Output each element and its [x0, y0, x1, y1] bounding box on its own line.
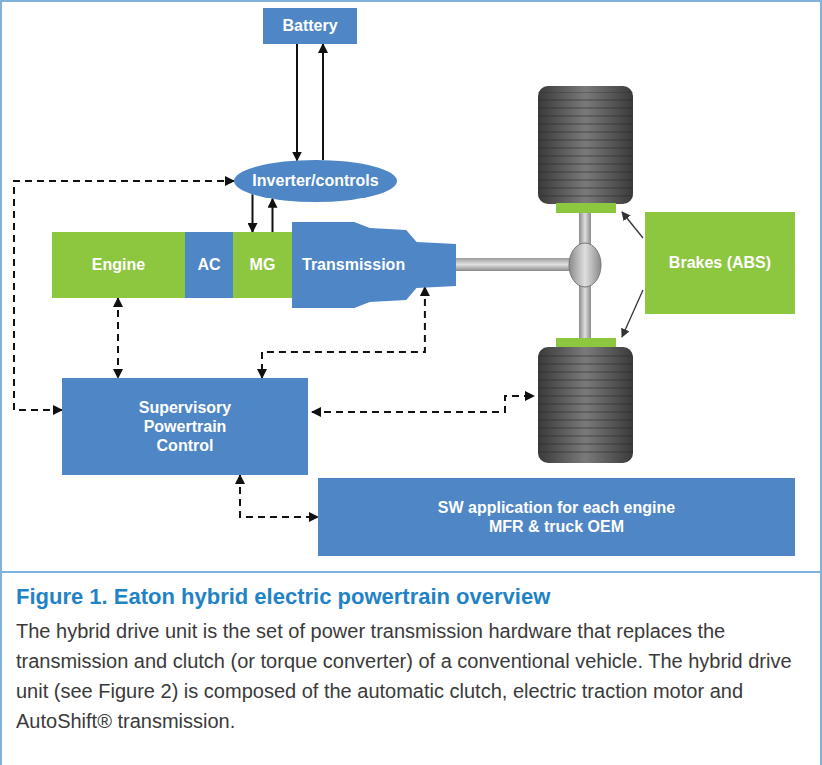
tire: [538, 347, 633, 463]
power-connector: [272, 199, 274, 232]
differential: [569, 243, 601, 287]
driveshaft: [448, 258, 573, 271]
power-connector: [252, 194, 254, 232]
power-connector: [322, 44, 324, 160]
figure-caption: The hybrid drive unit is the set of powe…: [16, 616, 808, 736]
node-label: SW application for each engine MFR & tru…: [437, 498, 677, 536]
leader-line: [622, 290, 643, 337]
signal-connector: [14, 181, 234, 410]
tire-tread: [538, 353, 633, 457]
engine-box: Engine: [52, 232, 185, 298]
node-label: Supervisory Powertrain Control: [120, 398, 250, 456]
signal-line: [312, 396, 534, 412]
node-label: MG: [250, 255, 276, 274]
motor-box: MG: [233, 232, 292, 298]
shape-fill: [292, 222, 456, 308]
leader-line: [622, 212, 643, 238]
figure-title: Figure 1. Eaton hybrid electric powertra…: [16, 584, 806, 610]
brake-disc: [556, 338, 616, 348]
node-label: Battery: [282, 16, 337, 35]
clutch-box: AC: [185, 232, 233, 298]
signal-connector: [117, 298, 119, 378]
frame-line: [0, 0, 2, 765]
tire: [538, 86, 633, 204]
brakes-box: Brakes (ABS): [645, 212, 795, 314]
node-label: AC: [197, 255, 220, 274]
brake-disc: [556, 203, 616, 213]
frame-line: [820, 0, 822, 765]
shape-fill: [234, 160, 397, 202]
node-label: Inverter/controls: [252, 171, 378, 190]
transmission-shape: Transmission: [292, 222, 456, 308]
power-connector: [296, 44, 298, 161]
inverter-ellipse: Inverter/controls: [234, 160, 397, 202]
signal-connector: [240, 475, 318, 517]
tire-tread: [538, 92, 633, 198]
frame-line: [0, 571, 822, 573]
node-label: Transmission: [302, 255, 405, 274]
node-label: Brakes (ABS): [669, 253, 771, 272]
control-box: Supervisory Powertrain Control: [62, 378, 308, 475]
frame-line: [0, 0, 822, 2]
node-label: Engine: [92, 255, 145, 274]
software-box: SW application for each engine MFR & tru…: [318, 478, 795, 556]
battery-box: Battery: [263, 8, 357, 44]
